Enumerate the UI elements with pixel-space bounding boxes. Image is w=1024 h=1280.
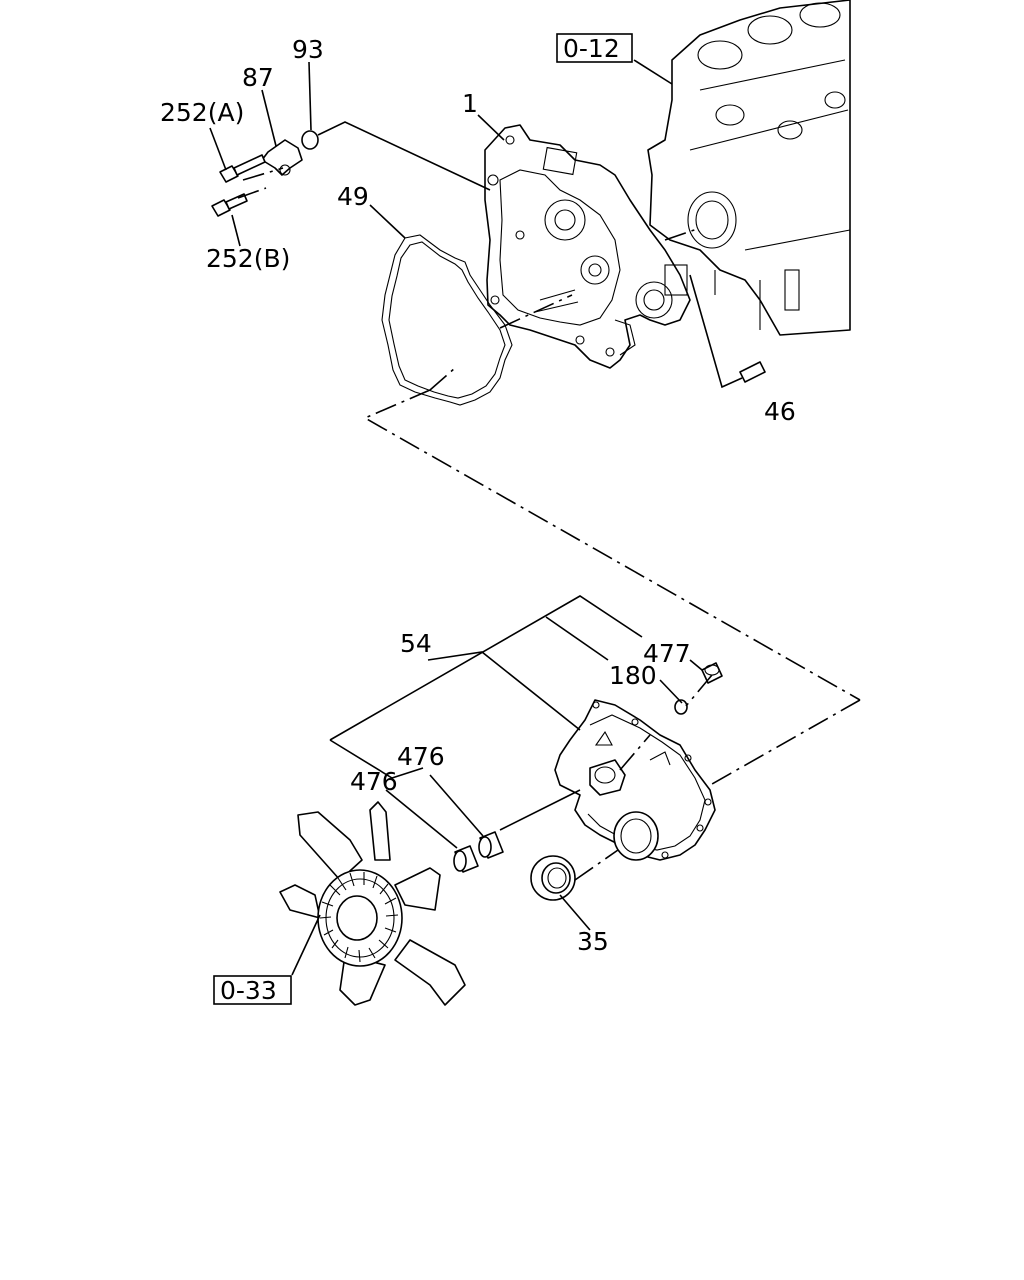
- washer-180: [674, 699, 688, 715]
- timing-gear-case: [484, 124, 691, 369]
- callout-252b: 252(B): [206, 244, 290, 273]
- callout-477: 477: [643, 639, 691, 668]
- reference-box-bottom[interactable]: 0-33: [213, 975, 292, 1005]
- bolt-252a: [219, 154, 266, 183]
- cooling-fan: [279, 801, 466, 1006]
- plug-477: [701, 662, 723, 684]
- reference-label-top: 0-12: [563, 34, 620, 63]
- callout-180: 180: [609, 661, 657, 690]
- callout-35: 35: [577, 927, 609, 956]
- callout-476-lower: 476: [350, 767, 398, 796]
- callout-46: 46: [764, 397, 796, 426]
- bracket-87: [261, 139, 303, 176]
- reference-box-top[interactable]: 0-12: [556, 33, 633, 63]
- front-cover-54: [554, 699, 716, 861]
- callout-1: 1: [462, 89, 478, 118]
- stud-46: [739, 361, 766, 383]
- engine-block: [647, 0, 851, 336]
- callout-49: 49: [337, 182, 369, 211]
- leader-lines: [209, 59, 861, 976]
- reference-label-bottom: 0-33: [220, 976, 277, 1005]
- callout-87: 87: [242, 63, 274, 92]
- o-ring-93: [301, 130, 319, 150]
- bolt-252b: [211, 193, 248, 217]
- gasket: [381, 234, 513, 406]
- callout-93: 93: [292, 35, 324, 64]
- callout-252a: 252(A): [160, 98, 244, 127]
- sleeve-476-b: [478, 831, 504, 859]
- oil-seal-35: [530, 855, 576, 901]
- sleeve-476-a: [453, 845, 479, 873]
- callout-476-upper: 476: [397, 742, 445, 771]
- callout-54: 54: [400, 629, 432, 658]
